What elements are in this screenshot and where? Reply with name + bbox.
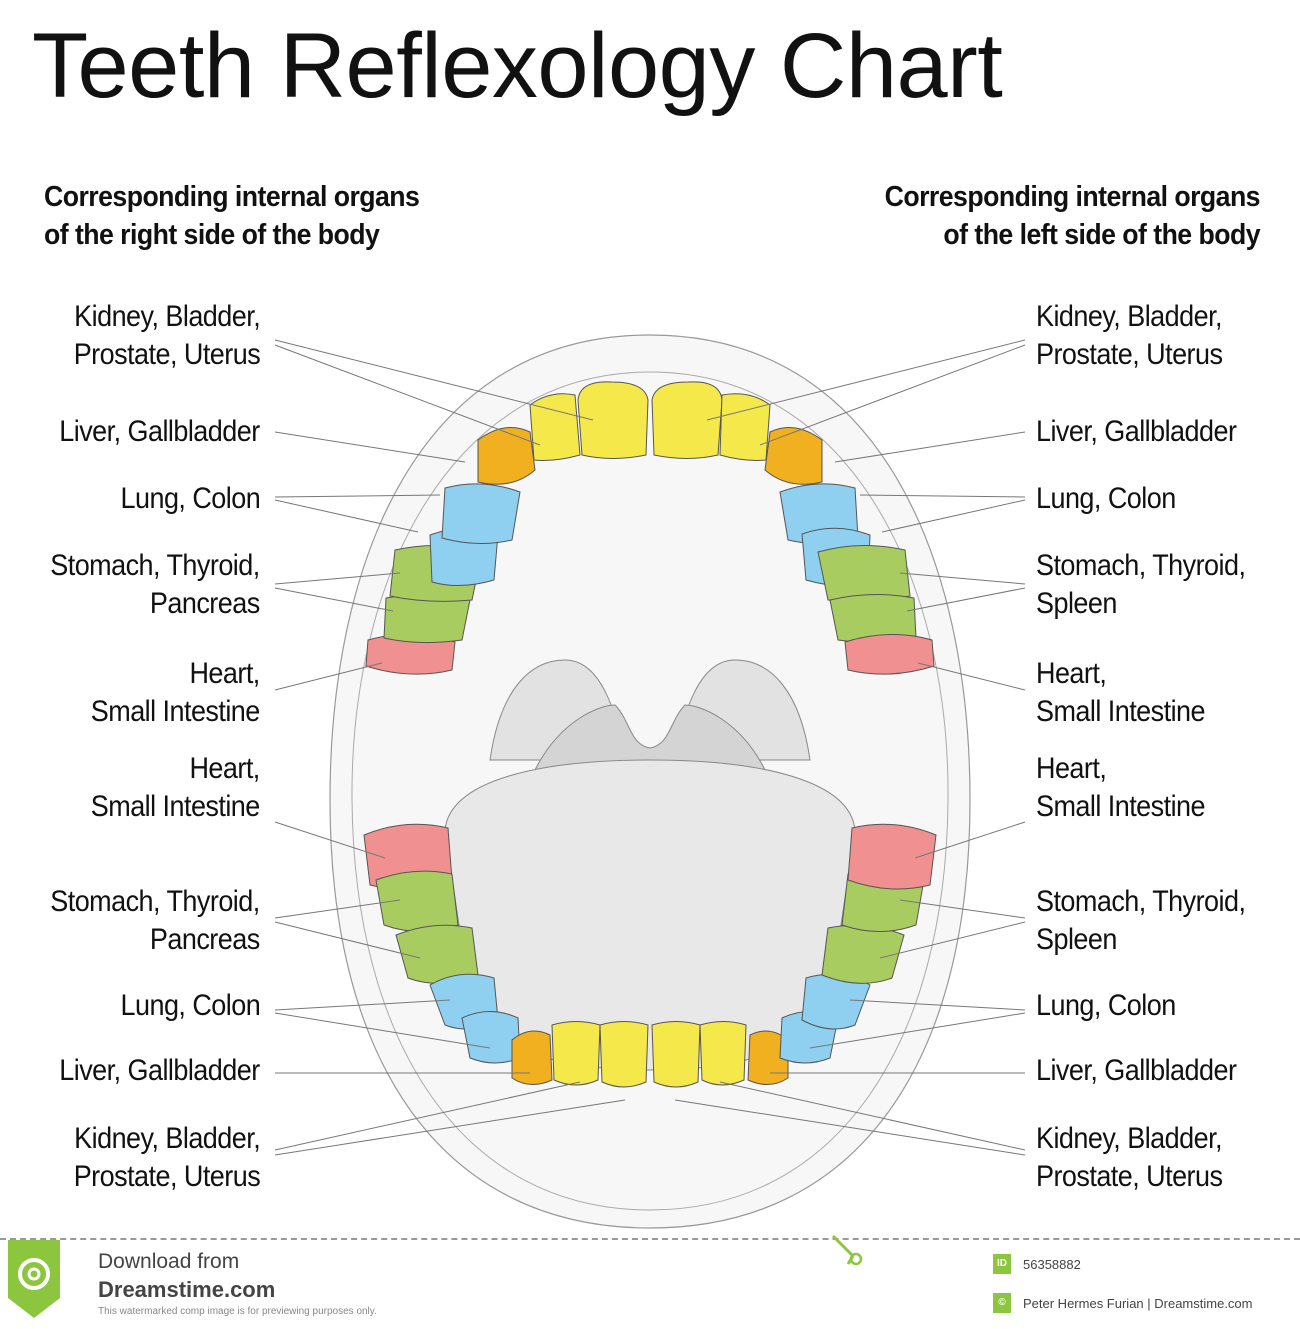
label-upper-stomach-left: Stomach, Thyroid, Spleen	[1036, 547, 1246, 623]
label-line: Stomach, Thyroid,	[1036, 549, 1246, 582]
label-lower-heart-left: Heart, Small Intestine	[1036, 750, 1206, 826]
label-line: Lung, Colon	[120, 989, 260, 1022]
label-lower-liver-left: Liver, Gallbladder	[1036, 1052, 1237, 1090]
uvula-throat	[534, 704, 766, 771]
upper-molar-heart	[844, 634, 935, 675]
lower-teeth	[363, 823, 937, 1088]
watermark-footer: Download from Dreamstime.com This waterm…	[0, 1234, 1300, 1329]
label-upper-lung-right: Lung, Colon	[120, 480, 260, 518]
label-line: Prostate, Uterus	[1036, 338, 1223, 371]
header-right-side-body: Corresponding internal organs of the rig…	[44, 178, 420, 254]
lower-molar-heart	[847, 823, 937, 890]
label-line: Kidney, Bladder,	[1036, 1122, 1223, 1155]
image-id: 56358882	[1023, 1257, 1081, 1272]
dreamstime-logo-icon	[8, 1240, 60, 1318]
label-line: Lung, Colon	[120, 482, 260, 515]
lower-premolar-lung	[461, 1011, 521, 1064]
label-lower-heart-right: Heart, Small Intestine	[91, 750, 261, 826]
upper-central-incisor-kidney	[651, 381, 723, 459]
label-line: Lung, Colon	[1036, 482, 1176, 515]
label-lower-lung-right: Lung, Colon	[120, 987, 260, 1025]
upper-molar-stomach	[383, 593, 471, 644]
id-badge-icon: ID	[993, 1254, 1011, 1274]
upper-central-incisor-kidney	[577, 381, 649, 459]
label-line: Lung, Colon	[1036, 989, 1176, 1022]
copyright-icon: ©	[993, 1293, 1011, 1313]
label-upper-liver-left: Liver, Gallbladder	[1036, 413, 1237, 451]
lower-canine-liver	[747, 1030, 789, 1085]
label-line: Prostate, Uterus	[73, 338, 261, 371]
mouth-diagram	[274, 334, 1026, 1229]
label-line: Liver, Gallbladder	[1036, 1054, 1237, 1087]
upper-lateral-incisor-kidney	[719, 393, 771, 461]
preview-notice: This watermarked comp image is for previ…	[98, 1306, 377, 1317]
label-line: Liver, Gallbladder	[1036, 415, 1237, 448]
label-line: Kidney, Bladder,	[1036, 300, 1223, 333]
label-lower-kidney-right: Kidney, Bladder, Prostate, Uterus	[73, 1120, 261, 1196]
label-line: Heart,	[1036, 657, 1107, 690]
lower-incisor-kidney	[599, 1021, 649, 1088]
label-line: Liver, Gallbladder	[59, 1054, 261, 1087]
label-line: Small Intestine	[1036, 790, 1206, 823]
label-line: Pancreas	[150, 587, 260, 620]
label-upper-heart-left: Heart, Small Intestine	[1036, 655, 1206, 731]
label-upper-heart-right: Heart, Small Intestine	[91, 655, 261, 731]
label-line: Kidney, Bladder,	[74, 300, 261, 333]
upper-canine-liver	[477, 427, 536, 485]
label-line: Heart,	[189, 752, 261, 785]
inner-lip-outline	[351, 371, 949, 1211]
label-line: Small Intestine	[91, 695, 261, 728]
header-line: of the left side of the body	[943, 219, 1260, 251]
label-line: Stomach, Thyroid,	[1036, 885, 1246, 918]
label-line: Heart,	[1036, 752, 1107, 785]
upper-canine-liver	[764, 427, 823, 485]
image-credit: Peter Hermes Furian | Dreamstime.com	[1023, 1296, 1253, 1311]
label-upper-liver-right: Liver, Gallbladder	[59, 413, 261, 451]
header-line: Corresponding internal organs	[884, 181, 1261, 213]
upper-premolar-lung	[441, 483, 521, 545]
label-line: Prostate, Uterus	[1036, 1160, 1223, 1193]
header-line: Corresponding internal organs	[44, 181, 420, 213]
lower-canine-liver	[511, 1030, 553, 1085]
lower-incisor-kidney	[551, 1021, 601, 1086]
label-line: Spleen	[1036, 587, 1117, 620]
scissors-icon	[831, 1234, 863, 1266]
upper-molar-stomach	[817, 545, 911, 602]
header-left-side-body: Corresponding internal organs of the lef…	[884, 178, 1261, 254]
label-line: Prostate, Uterus	[73, 1160, 261, 1193]
lower-molar-stomach	[375, 870, 459, 932]
label-line: Spleen	[1036, 923, 1117, 956]
label-lower-lung-left: Lung, Colon	[1036, 987, 1176, 1025]
header-line: of the right side of the body	[44, 219, 380, 251]
lower-incisor-kidney	[651, 1021, 701, 1088]
label-lower-kidney-left: Kidney, Bladder, Prostate, Uterus	[1036, 1120, 1223, 1196]
label-line: Stomach, Thyroid,	[50, 885, 261, 918]
label-upper-stomach-right: Stomach, Thyroid, Pancreas	[50, 547, 261, 623]
label-lower-stomach-left: Stomach, Thyroid, Spleen	[1036, 883, 1246, 959]
label-line: Pancreas	[150, 923, 260, 956]
label-line: Stomach, Thyroid,	[50, 549, 261, 582]
download-from-text: Download from	[98, 1250, 240, 1273]
label-line: Small Intestine	[91, 790, 261, 823]
label-lower-stomach-right: Stomach, Thyroid, Pancreas	[50, 883, 261, 959]
dreamstime-link[interactable]: Dreamstime.com	[98, 1277, 276, 1302]
leader-lines	[274, 339, 1026, 1156]
upper-teeth	[365, 381, 935, 675]
label-line: Small Intestine	[1036, 695, 1206, 728]
label-upper-kidney-right: Kidney, Bladder, Prostate, Uterus	[73, 298, 261, 374]
lower-molar-stomach	[821, 924, 905, 984]
label-lower-liver-right: Liver, Gallbladder	[59, 1052, 261, 1090]
lower-incisor-kidney	[699, 1021, 747, 1086]
label-upper-lung-left: Lung, Colon	[1036, 480, 1176, 518]
label-upper-kidney-left: Kidney, Bladder, Prostate, Uterus	[1036, 298, 1223, 374]
label-line: Heart,	[189, 657, 261, 690]
label-line: Kidney, Bladder,	[74, 1122, 261, 1155]
label-line: Liver, Gallbladder	[59, 415, 261, 448]
upper-lateral-incisor-kidney	[529, 393, 581, 461]
page-title: Teeth Reflexology Chart	[32, 15, 1003, 117]
